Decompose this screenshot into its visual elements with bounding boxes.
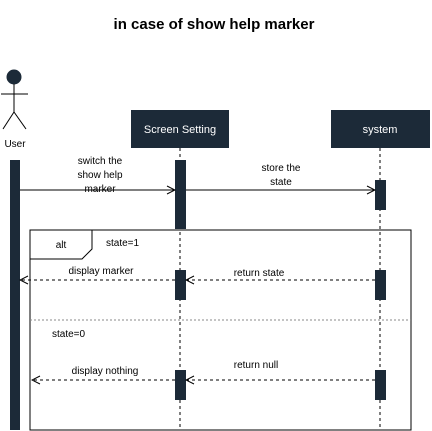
screen-setting-activation-1 <box>175 160 186 229</box>
message-switch-marker-line3: marker <box>84 184 116 195</box>
message-store-state-line2: state <box>270 177 292 188</box>
message-switch-marker-line2: show help <box>77 170 122 181</box>
participant-system <box>331 110 430 148</box>
user-activation-bar <box>10 160 20 430</box>
system-activation-1 <box>375 180 386 210</box>
system-activation-2 <box>375 270 386 300</box>
user-actor-icon <box>1 69 28 130</box>
alt-guard-2: state=0 <box>52 329 86 340</box>
system-activation-3 <box>375 370 386 400</box>
participant-system-label: system <box>363 124 398 136</box>
actor-label: User <box>4 139 26 150</box>
screen-setting-activation-2 <box>175 270 186 300</box>
alt-operator-label: alt <box>56 240 67 251</box>
screen-setting-activation-3 <box>175 370 186 400</box>
message-return-null-label: return null <box>234 360 278 371</box>
message-store-state-line1: store the <box>262 163 301 174</box>
message-return-state-label: return state <box>234 268 285 279</box>
message-display-nothing-label: display nothing <box>72 366 139 377</box>
alt-fragment-frame <box>29 229 412 431</box>
message-switch-marker-line1: switch the <box>78 156 123 167</box>
alt-fragment-tab <box>29 229 93 260</box>
diagram-title: in case of show help marker <box>114 16 315 33</box>
message-display-marker-label: display marker <box>68 266 134 277</box>
participant-screen-setting-label: Screen Setting <box>144 124 216 136</box>
alt-guard-1: state=1 <box>106 238 140 249</box>
participant-screen-setting <box>131 110 229 148</box>
